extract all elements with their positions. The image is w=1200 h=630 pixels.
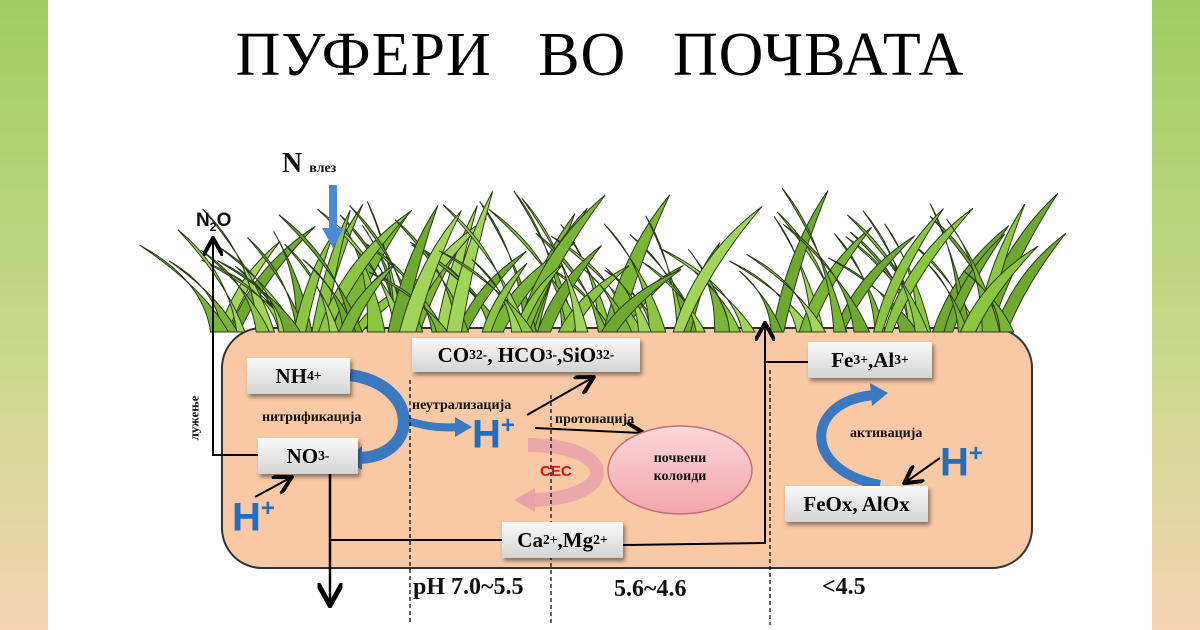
activation-arrowhead <box>870 383 888 406</box>
soil-colloids-ellipse <box>607 425 753 515</box>
grass-blade <box>781 187 847 333</box>
grass-blade <box>368 271 449 333</box>
n2o-arrow <box>213 240 258 456</box>
grass-blade <box>471 258 523 333</box>
grass-blade <box>338 263 396 333</box>
activation-arrow <box>816 390 881 490</box>
grass-blade <box>645 215 686 333</box>
grass-blade <box>739 270 784 333</box>
grass-blade <box>521 198 589 333</box>
hplus-center: H+ <box>472 412 515 457</box>
grass-blade <box>200 249 271 333</box>
hplus-left: H+ <box>232 495 275 540</box>
grass-blade <box>398 210 462 333</box>
grass-blade <box>798 226 873 333</box>
nitrification-arrow <box>348 369 410 464</box>
neutralization-arrowhead <box>455 417 472 437</box>
grass-blade <box>884 223 932 333</box>
grass-blade <box>746 253 827 333</box>
neutralization-label: неутрализација <box>412 398 512 413</box>
hplus-to-oxides-arrow <box>906 457 941 482</box>
ph-zone-dividers <box>409 370 771 625</box>
grass-blade <box>771 189 829 333</box>
grass-blade <box>139 244 230 333</box>
grass-blade <box>481 262 528 333</box>
grass-blade <box>846 214 929 333</box>
cec-label: CEC <box>540 463 572 480</box>
activation-label: активација <box>850 426 923 441</box>
grass-blade <box>217 260 302 333</box>
ph-range-1: pH 7.0~5.5 <box>413 574 524 600</box>
left-border-strip <box>0 0 48 630</box>
grass-blade <box>872 208 944 333</box>
page-title: ПУФЕРИ ВО ПОЧВАТА <box>235 21 965 89</box>
grass-blade <box>883 207 974 333</box>
grass-blade <box>993 232 1067 333</box>
ca-mg-out-arrow <box>622 325 765 546</box>
ph-range-3: <4.5 <box>822 574 866 600</box>
grass-blade <box>600 269 682 333</box>
grass <box>139 187 1067 333</box>
grass-blade <box>962 270 1015 333</box>
hplus-right: H+ <box>940 440 983 485</box>
n-input-arrow <box>322 185 344 248</box>
grass-blade <box>456 250 527 333</box>
to-carbonates-arrow <box>526 378 592 416</box>
leaching-label: лужење <box>186 395 202 441</box>
grass-blade <box>659 247 756 333</box>
grass-blade <box>202 208 276 333</box>
cec-arrowhead <box>514 488 535 512</box>
grass-blade <box>834 233 887 333</box>
grass-blade <box>943 233 1006 333</box>
protonation-arrow <box>534 428 642 433</box>
hplus-to-no3-arrow <box>254 478 290 498</box>
nitrification-label: нитрификација <box>262 410 362 425</box>
grass-blade <box>177 229 246 333</box>
oxides-box: FeOx, AlOx <box>785 486 928 522</box>
grass-blade <box>446 191 494 333</box>
n2o-label: N2O <box>196 210 232 234</box>
grass-blade <box>693 270 742 333</box>
grass-blade <box>672 206 763 333</box>
grass-blade <box>782 223 871 333</box>
grass-blade <box>535 232 609 333</box>
right-border-strip <box>1152 0 1200 630</box>
grass-blade <box>513 263 564 333</box>
ph-range-2: 5.6~4.6 <box>614 576 687 602</box>
protonation-label: протонација <box>555 412 635 427</box>
grass-blade <box>284 243 340 333</box>
grass-blade <box>959 245 1039 333</box>
cec-arrow <box>527 438 604 507</box>
n-input-label: N влез <box>282 148 337 179</box>
grass-blade <box>927 264 969 333</box>
